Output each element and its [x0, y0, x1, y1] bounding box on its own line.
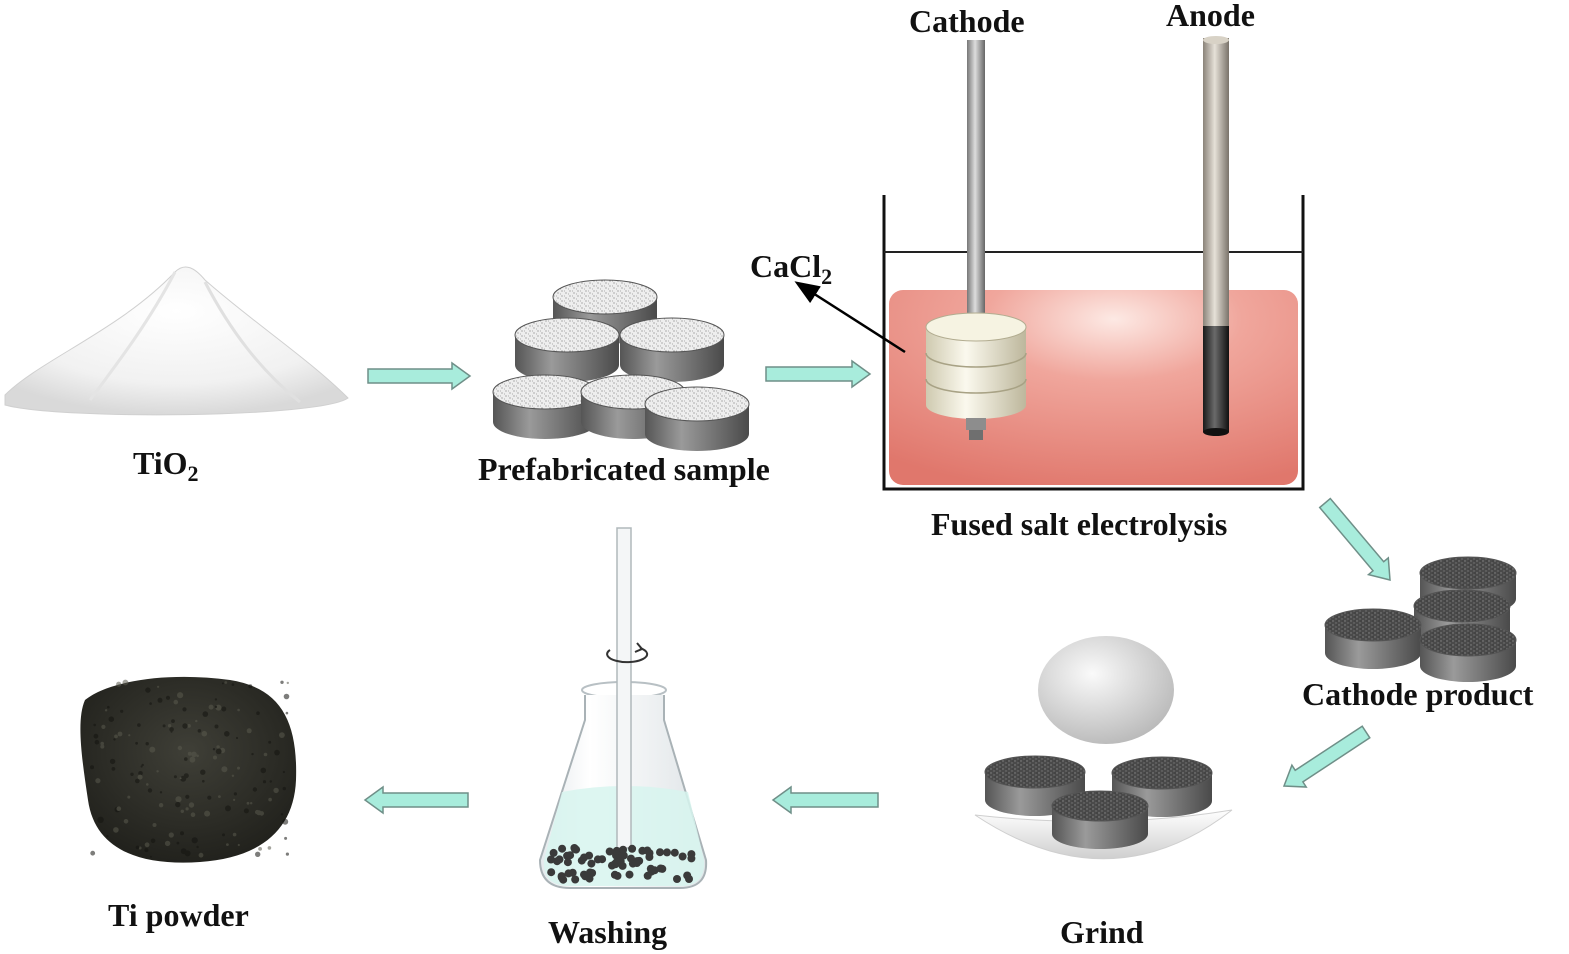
cathode-pellet-stack	[925, 312, 1027, 440]
electrolysis-cell	[794, 36, 1305, 491]
arrow-electrolysis-to-product	[1318, 497, 1391, 581]
particle	[625, 870, 634, 879]
product-pellet	[1419, 623, 1517, 682]
particle	[670, 848, 679, 857]
electrolysis-label: Fused salt electrolysis	[931, 506, 1227, 542]
particle	[619, 845, 628, 854]
anode-submerged	[1203, 326, 1229, 432]
grind-pellets	[984, 755, 1213, 849]
particle	[547, 868, 556, 877]
tio2-label: TiO2	[133, 445, 199, 486]
particle	[593, 855, 602, 864]
particle	[632, 859, 641, 867]
particle	[650, 866, 659, 875]
particle	[559, 875, 568, 884]
particle	[673, 875, 681, 883]
tio2-powder-image	[4, 266, 349, 416]
particle	[643, 871, 652, 880]
particle	[687, 854, 696, 863]
particle	[683, 871, 692, 880]
prefab-pellet	[492, 374, 598, 439]
stirrer-rod	[616, 527, 632, 849]
washing-particles	[547, 844, 696, 884]
mortar-lid	[1038, 636, 1174, 744]
particle	[547, 855, 555, 864]
particle	[612, 846, 621, 855]
cathode-product-label: Cathode product	[1302, 676, 1534, 712]
particle	[605, 847, 614, 856]
electrolyte-label: CaCl2	[750, 248, 832, 289]
particle	[570, 844, 579, 852]
arrow-prefab-to-electrolysis	[765, 359, 872, 389]
ti-powder-label: Ti powder	[108, 897, 249, 933]
arrow-grind-to-washing	[771, 785, 879, 815]
particle	[586, 868, 594, 877]
particle	[555, 855, 564, 864]
particle	[628, 844, 637, 853]
prefab-pellet	[644, 386, 750, 451]
prefab-pellet	[514, 317, 620, 382]
crucible-wall	[882, 195, 1305, 491]
cathode-rod	[967, 40, 985, 325]
particle	[616, 857, 625, 866]
particle	[566, 851, 575, 860]
product-pellet	[1324, 608, 1422, 669]
particle	[656, 848, 664, 857]
arrow-product-to-grind	[1282, 725, 1371, 788]
particle	[549, 848, 558, 857]
rotation-icon	[606, 647, 649, 664]
particle	[656, 864, 665, 873]
prefabricated-label: Prefabricated sample	[478, 451, 770, 487]
cathode-electrode-label: Cathode	[909, 3, 1025, 39]
particle	[580, 853, 589, 862]
particle	[638, 846, 647, 855]
particle	[571, 875, 580, 884]
washing-label: Washing	[548, 914, 667, 950]
prefabricated-pellet-stack	[492, 279, 750, 451]
particle	[645, 853, 654, 861]
particle	[587, 859, 596, 868]
particle	[613, 871, 622, 880]
particle	[678, 852, 687, 861]
grind-label: Grind	[1060, 914, 1144, 950]
particle	[580, 870, 588, 879]
particle	[563, 858, 572, 867]
particle	[585, 874, 594, 883]
grind-pellet	[1051, 790, 1149, 849]
anode-electrode-label: Anode	[1166, 0, 1255, 33]
prefab-pellet	[619, 317, 725, 382]
cathode-product-pellets	[1324, 556, 1517, 682]
washing-flask	[538, 527, 708, 889]
particle	[663, 848, 671, 857]
flow-arrows	[363, 359, 1391, 815]
arrow-tio2-to-prefab	[367, 361, 472, 391]
particle	[558, 844, 567, 853]
arrow-washing-to-ti	[363, 785, 469, 815]
particle	[564, 869, 573, 878]
ti-powder-image	[80, 676, 297, 863]
anode-rod	[1203, 38, 1229, 328]
